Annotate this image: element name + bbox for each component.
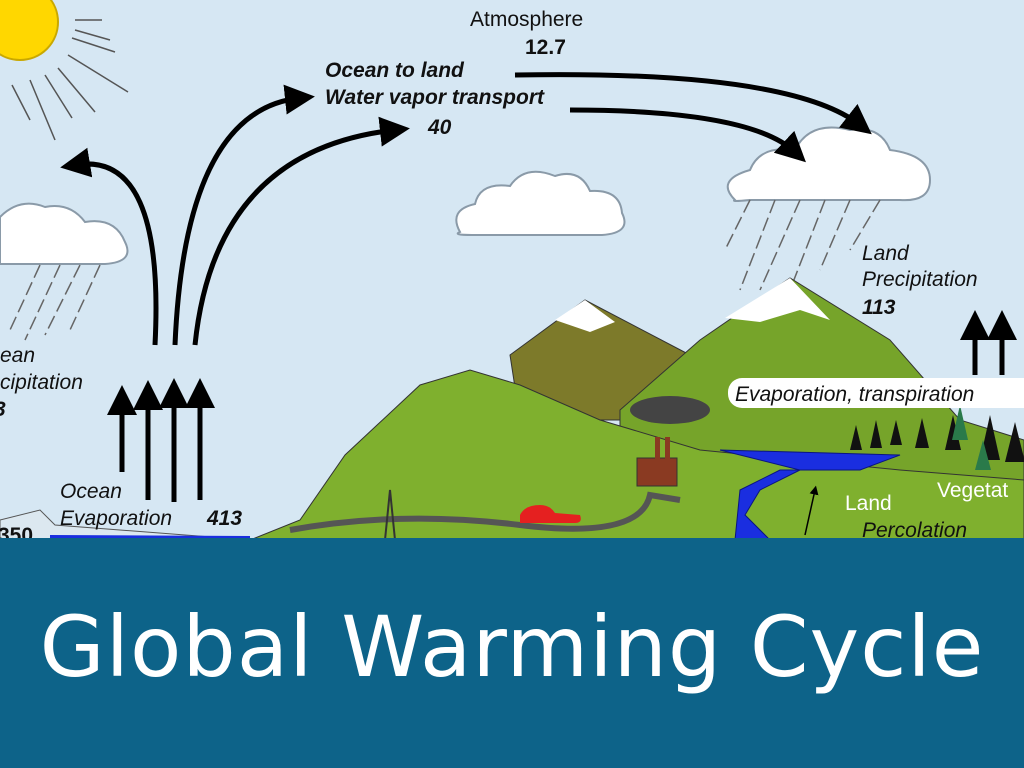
land-label: Land bbox=[845, 492, 892, 515]
water-cycle-diagram: Atmosphere 12.7 Ocean to land Water vapo… bbox=[0, 0, 1024, 540]
sun-icon bbox=[0, 0, 129, 141]
evapotranspiration-label: Evaporation, transpiration bbox=[735, 383, 974, 406]
ocean-storage-value: 350 bbox=[0, 524, 33, 540]
title-banner bbox=[0, 538, 1024, 768]
transport-label-line1: Ocean to land bbox=[325, 59, 465, 82]
atmosphere-value: 12.7 bbox=[525, 36, 566, 59]
transport-value: 40 bbox=[427, 116, 452, 139]
landscape bbox=[0, 277, 1024, 540]
land-precipitation-label-line1: Land bbox=[862, 242, 910, 265]
ocean-precipitation-label-line2: cipitation bbox=[0, 371, 83, 394]
flow-arrows bbox=[60, 72, 1017, 502]
evapotranspiration-box bbox=[728, 378, 1024, 408]
cloud-icon bbox=[0, 126, 932, 265]
land-precipitation-label-line2: Precipitation bbox=[862, 268, 978, 291]
ocean-precipitation-value: 3 bbox=[0, 398, 6, 421]
vegetation-label: Vegetat bbox=[937, 479, 1008, 502]
atmosphere-label: Atmosphere bbox=[470, 8, 583, 31]
ocean-evaporation-label-line1: Ocean bbox=[60, 480, 122, 503]
percolation-label: Percolation bbox=[862, 519, 967, 540]
ocean-evaporation-label-line2: Evaporation bbox=[60, 507, 172, 530]
slide-title: Global Warming Cycle bbox=[39, 598, 985, 696]
rain-lines bbox=[9, 199, 881, 341]
ocean-evaporation-value: 413 bbox=[206, 507, 242, 530]
ocean-precipitation-label-line1: ean bbox=[0, 344, 35, 367]
transport-label-line2: Water vapor transport bbox=[325, 86, 545, 109]
percolation-arrow bbox=[804, 485, 819, 536]
land-precipitation-value: 113 bbox=[862, 296, 896, 319]
